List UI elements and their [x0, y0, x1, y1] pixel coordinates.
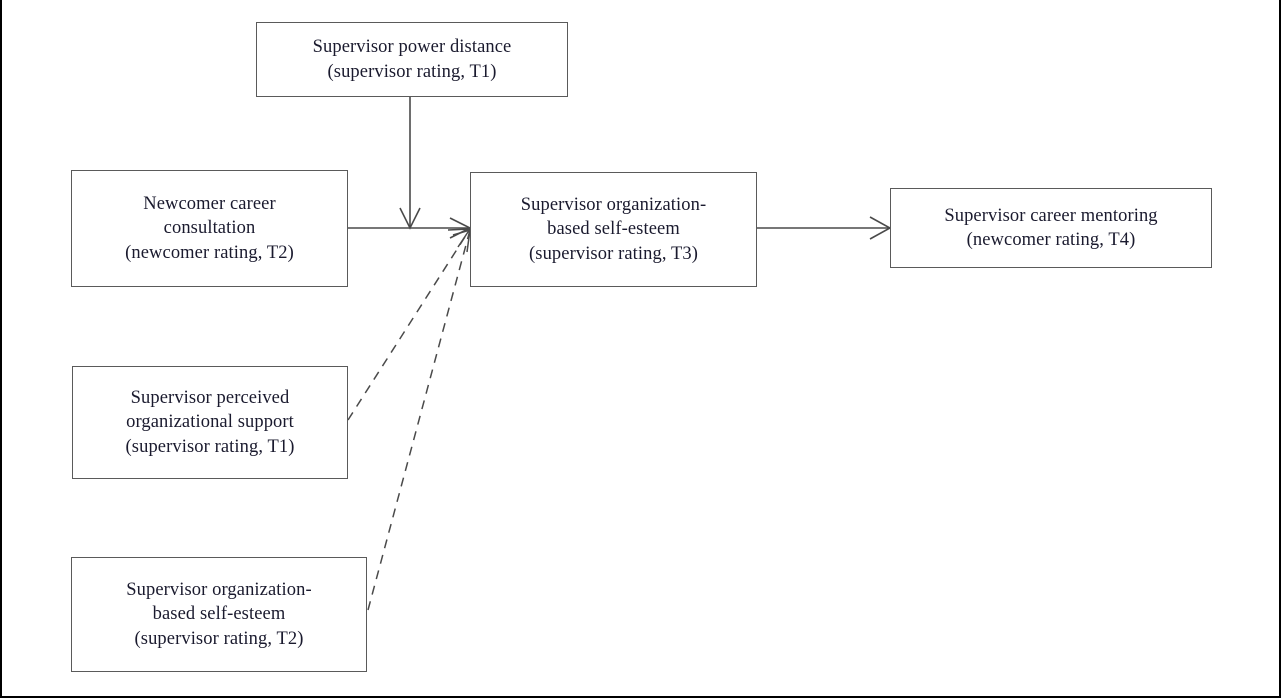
node-label: Supervisor organization- based self-este… — [520, 194, 707, 264]
edge-obse-t2-to-obse-t3 — [367, 228, 471, 611]
node-label: Newcomer career consultation (newcomer r… — [125, 193, 294, 263]
node-supervisor-obse-t2[interactable]: Supervisor organization- based self-este… — [71, 557, 367, 672]
page-frame-left-rule — [0, 0, 2, 698]
node-label: Supervisor perceived organizational supp… — [125, 387, 295, 457]
page-frame-bottom-rule — [0, 696, 1281, 698]
edge-pos-to-obse-t3 — [347, 228, 472, 421]
node-label: Supervisor organization- based self-este… — [126, 579, 312, 649]
node-label: Supervisor career mentoring (newcomer ra… — [944, 205, 1158, 250]
edge-obse-t3-to-career-mentoring — [757, 216, 892, 240]
node-supervisor-career-mentoring[interactable]: Supervisor career mentoring (newcomer ra… — [890, 188, 1212, 268]
node-supervisor-power-distance[interactable]: Supervisor power distance (supervisor ra… — [256, 22, 568, 97]
node-supervisor-obse-t3[interactable]: Supervisor organization- based self-este… — [470, 172, 757, 287]
node-newcomer-career-consultation[interactable]: Newcomer career consultation (newcomer r… — [71, 170, 348, 287]
node-supervisor-perceived-organizational-support[interactable]: Supervisor perceived organizational supp… — [72, 366, 348, 479]
edge-power-distance-to-obse-t3 — [399, 97, 421, 230]
node-label: Supervisor power distance (supervisor ra… — [312, 37, 512, 82]
edge-career-consultation-to-obse-t3 — [348, 217, 472, 239]
page-frame-right-rule — [1279, 0, 1281, 698]
